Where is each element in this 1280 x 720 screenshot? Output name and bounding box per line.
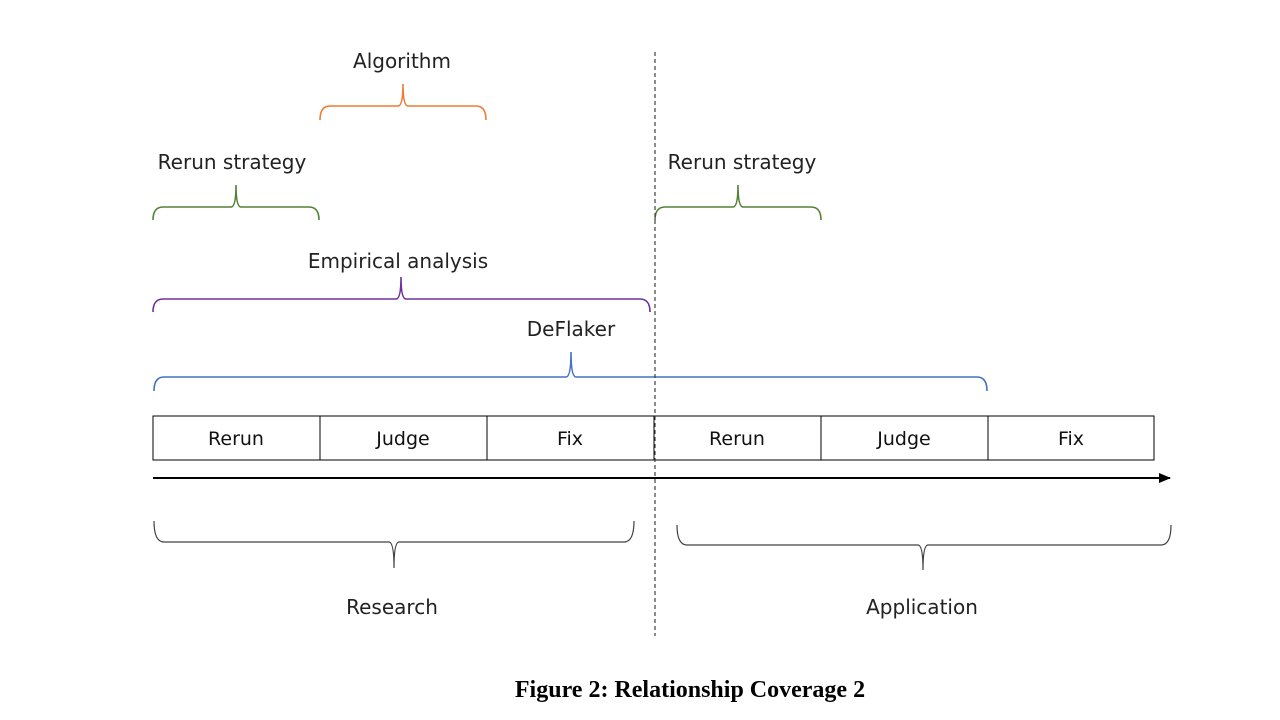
stage-box xyxy=(152,415,321,461)
research-brace xyxy=(153,520,635,569)
stage-box xyxy=(319,415,488,461)
empirical-analysis-label: Empirical analysis xyxy=(308,249,488,273)
figure-caption: Figure 2: Relationship Coverage 2 xyxy=(515,677,865,703)
stage-box xyxy=(486,415,655,461)
stage-box xyxy=(653,415,822,461)
empirical-analysis-brace xyxy=(152,276,651,313)
stage-label-fix: Fix xyxy=(557,428,583,450)
stage-label-fix: Fix xyxy=(1058,428,1084,450)
algorithm-brace xyxy=(319,83,487,121)
deflaker-brace xyxy=(153,351,988,392)
rerun-strategy-research-label: Rerun strategy xyxy=(158,150,307,174)
application-brace xyxy=(676,524,1172,571)
rerun-strategy-application-label: Rerun strategy xyxy=(668,150,817,174)
rerun-strategy-research-brace xyxy=(152,184,320,221)
deflaker-label: DeFlaker xyxy=(527,317,616,341)
rerun-strategy-application-brace xyxy=(654,184,822,221)
stage-label-rerun: Rerun xyxy=(709,428,765,450)
stage-label-judge: Judge xyxy=(375,428,429,450)
stage-label-rerun: Rerun xyxy=(208,428,264,450)
application-label: Application xyxy=(866,595,978,619)
stage-label-judge: Judge xyxy=(876,428,930,450)
research-label: Research xyxy=(346,595,438,619)
algorithm-label: Algorithm xyxy=(353,49,451,73)
stage-box xyxy=(987,415,1155,461)
stage-row: Rerun Judge Fix Rerun Judge Fix xyxy=(152,415,1155,461)
stage-box xyxy=(820,415,989,461)
